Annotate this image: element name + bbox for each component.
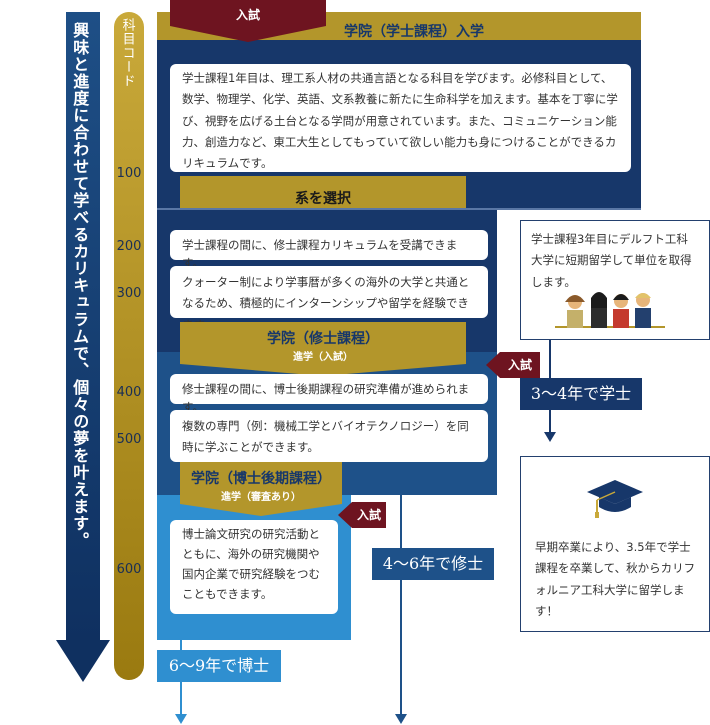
master-title: 学院（修士課程） <box>180 322 466 352</box>
entrance-tag-doctor-point <box>338 502 352 528</box>
students-illustration-icon <box>555 292 665 328</box>
master-flow-arrow <box>395 714 407 724</box>
code-tick: 500 <box>116 432 142 447</box>
exchange-text: 学士課程3年目にデルフト工科大学に短期留学して単位を取得します。 <box>531 232 692 289</box>
code-tick: 300 <box>116 286 142 301</box>
master-flow-line <box>400 495 402 715</box>
code-tick: 100 <box>116 166 142 181</box>
early-graduation-text: 早期卒業により、3.5年で学士課程を卒業して、秋からカリフォルニア工科大学に留学… <box>535 540 696 618</box>
bachelor-description: 学士課程1年目は、理工系人材の共通言語となる科目を学びます。必修科目として、数学… <box>170 64 631 172</box>
master-chevron-point <box>180 364 466 376</box>
entrance-tag-master: 入試 <box>500 352 540 378</box>
course-code-bar <box>114 12 144 680</box>
master-subtitle: 進学（入試） <box>180 352 466 364</box>
entrance-tag-master-point <box>486 352 500 378</box>
entrance-tag-bachelor: 入試 <box>170 0 326 26</box>
doctor-subtitle: 進学（審査あり） <box>180 492 342 504</box>
bachelor-flow-arrow <box>544 432 556 442</box>
master-note-2: 複数の専門（例：機械工学とバイオテクノロジー）を同時に学ぶことができます。 <box>170 410 488 462</box>
code-tick: 200 <box>116 239 142 254</box>
curriculum-arrow-head <box>56 640 110 682</box>
code-tick: 400 <box>116 385 142 400</box>
doctor-chevron-point <box>180 504 342 516</box>
bachelor-note-1: 学士課程の間に、修士課程カリキュラムを受講できます。 <box>170 230 488 270</box>
course-code-title: 科目コード <box>119 18 135 88</box>
master-years-badge: 4～6年で修士 <box>372 548 494 580</box>
left-banner-text: 興味と進度に合わせて学べるカリキュラムで、個々の夢を叶えます。 <box>70 22 90 549</box>
entrance-tag-doctor: 入試 <box>352 502 386 528</box>
doctor-note: 博士論文研究の研究活動とともに、海外の研究機関や国内企業で研究経験をつむこともで… <box>170 520 338 614</box>
entrance-tag-point <box>170 26 326 42</box>
code-tick: 600 <box>116 562 142 577</box>
select-department-label: 系を選択 <box>180 186 466 208</box>
doctor-years-badge: 6～9年で博士 <box>157 650 281 682</box>
doctor-title: 学院（博士後期課程） <box>180 462 342 492</box>
divider-right <box>496 208 641 210</box>
bachelor-title-text: 学院（学士課程）入学 <box>344 24 484 40</box>
bachelor-note-2: クォーター制により学事暦が多くの海外の大学と共通となるため、積極的にインターンシ… <box>170 266 488 332</box>
bachelor-years-badge: 3～4年で学士 <box>520 378 642 410</box>
divider <box>157 208 641 210</box>
master-note-1: 修士課程の間に、博士後期課程の研究準備が進められます。 <box>170 374 488 414</box>
bachelor-title: 学院（学士課程）入学 <box>157 12 641 52</box>
doctor-flow-arrow <box>175 714 187 724</box>
curriculum-arrow <box>66 12 100 642</box>
graduation-cap-icon <box>587 480 643 518</box>
